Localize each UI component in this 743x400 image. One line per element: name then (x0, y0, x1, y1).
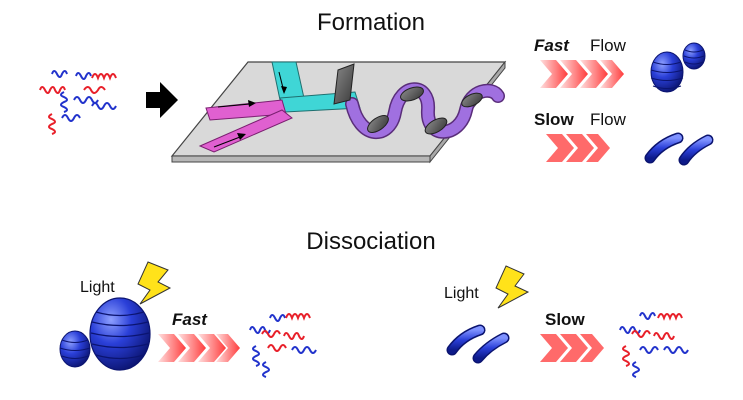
right-light-label: Light (444, 285, 479, 302)
fast-formation-aggregates (650, 42, 706, 93)
right-dissociation-rods (446, 324, 510, 364)
polymer-chains-slow-dissociation (619, 312, 689, 378)
formation-title: Formation (317, 9, 425, 36)
right-lightning-bolt-icon (495, 265, 530, 309)
right-slow-label: Slow (545, 310, 585, 329)
fast-flow-label: Flow (590, 36, 627, 55)
polymer-chains-fast-dissociation (249, 313, 317, 378)
fast-flow-speed-label: Fast (534, 36, 570, 55)
left-fast-label: Fast (172, 310, 208, 329)
slow-flow-speed-label: Slow (534, 110, 574, 129)
black-arrow-icon (146, 82, 178, 118)
left-light-label: Light (80, 279, 115, 296)
dissociation-slow-chevrons (540, 334, 604, 362)
left-dissociation-aggregates (59, 297, 151, 371)
fast-flow-chevrons (540, 60, 624, 88)
dissociation-fast-chevrons (158, 334, 240, 362)
slow-formation-rods (644, 132, 714, 166)
microfluidic-chip (170, 60, 507, 164)
dissociation-title: Dissociation (306, 228, 435, 255)
polymer-chains-formation (39, 70, 117, 135)
slow-flow-label: Flow (590, 110, 627, 129)
slow-flow-chevrons (546, 134, 610, 162)
left-lightning-bolt-icon (137, 261, 172, 305)
